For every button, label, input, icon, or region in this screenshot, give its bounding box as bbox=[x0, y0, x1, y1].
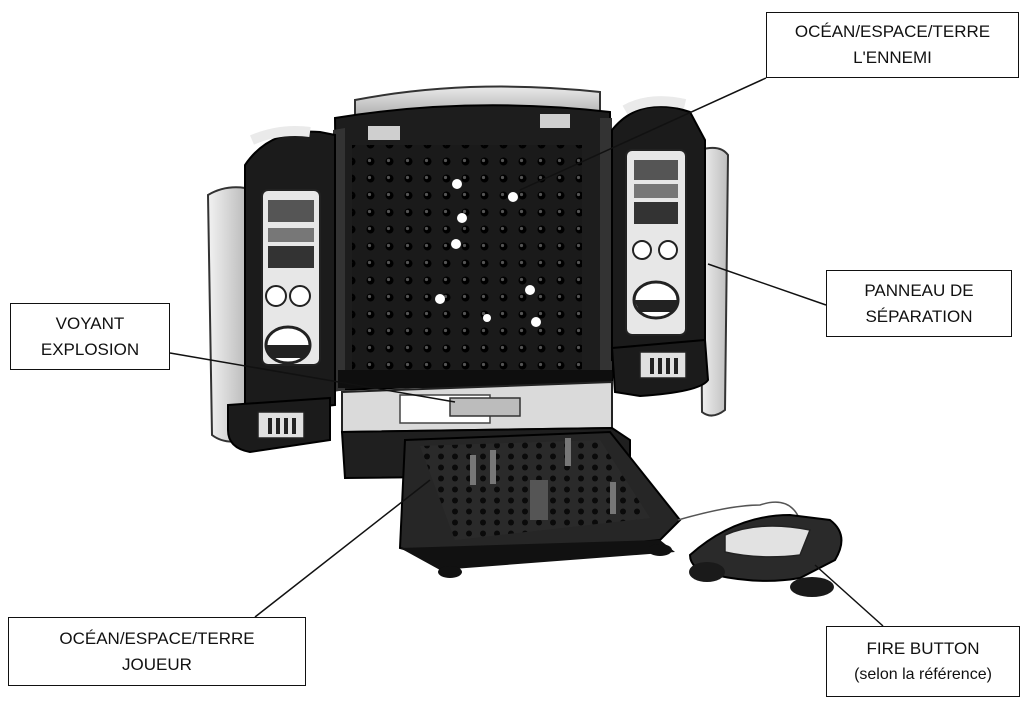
callout-separator-panel: PANNEAU DE SÉPARATION bbox=[826, 270, 1012, 337]
callout-target-board-line2: L'ENNEMI bbox=[853, 48, 932, 67]
callout-fire-button-line1: FIRE BUTTON bbox=[866, 638, 980, 658]
callout-player-board: OCÉAN/ESPACE/TERRE JOUEUR bbox=[8, 617, 306, 686]
player-board bbox=[340, 426, 682, 578]
leader-line-player-board bbox=[254, 479, 431, 618]
callout-player-board-line1: OCÉAN/ESPACE/TERRE bbox=[59, 628, 255, 648]
callout-hit-light-line1: VOYANT bbox=[55, 313, 125, 333]
left-separator-wing bbox=[206, 126, 336, 454]
leader-line-hit-light bbox=[169, 352, 456, 403]
callout-separator-panel-line2: SÉPARATION bbox=[865, 306, 973, 326]
target-board bbox=[333, 104, 614, 392]
leader-line-target-board bbox=[519, 77, 767, 191]
callout-target-board: OCÉAN/ESPACE/TERRE L'ENNEMI bbox=[766, 12, 1019, 78]
callout-hit-light-line2: EXPLOSION bbox=[40, 339, 140, 359]
callout-hit-light: VOYANT EXPLOSION bbox=[10, 303, 170, 370]
fire-button-device bbox=[688, 513, 843, 597]
callout-player-board-line2: JOUEUR bbox=[122, 654, 192, 674]
leader-lines bbox=[169, 77, 884, 627]
callout-fire-button: FIRE BUTTON (selon la référence) bbox=[826, 626, 1020, 697]
leader-line-separator-panel bbox=[707, 263, 827, 306]
right-separator-wing bbox=[610, 96, 730, 417]
leader-line-fire-button bbox=[814, 564, 884, 627]
callout-target-board-line1: OCÉAN/ESPACE/TERRE bbox=[794, 22, 991, 41]
callout-separator-panel-line1: PANNEAU DE bbox=[864, 280, 974, 300]
fire-button-cord bbox=[677, 501, 801, 521]
callout-fire-button-line2: (selon la référence) bbox=[854, 665, 992, 683]
